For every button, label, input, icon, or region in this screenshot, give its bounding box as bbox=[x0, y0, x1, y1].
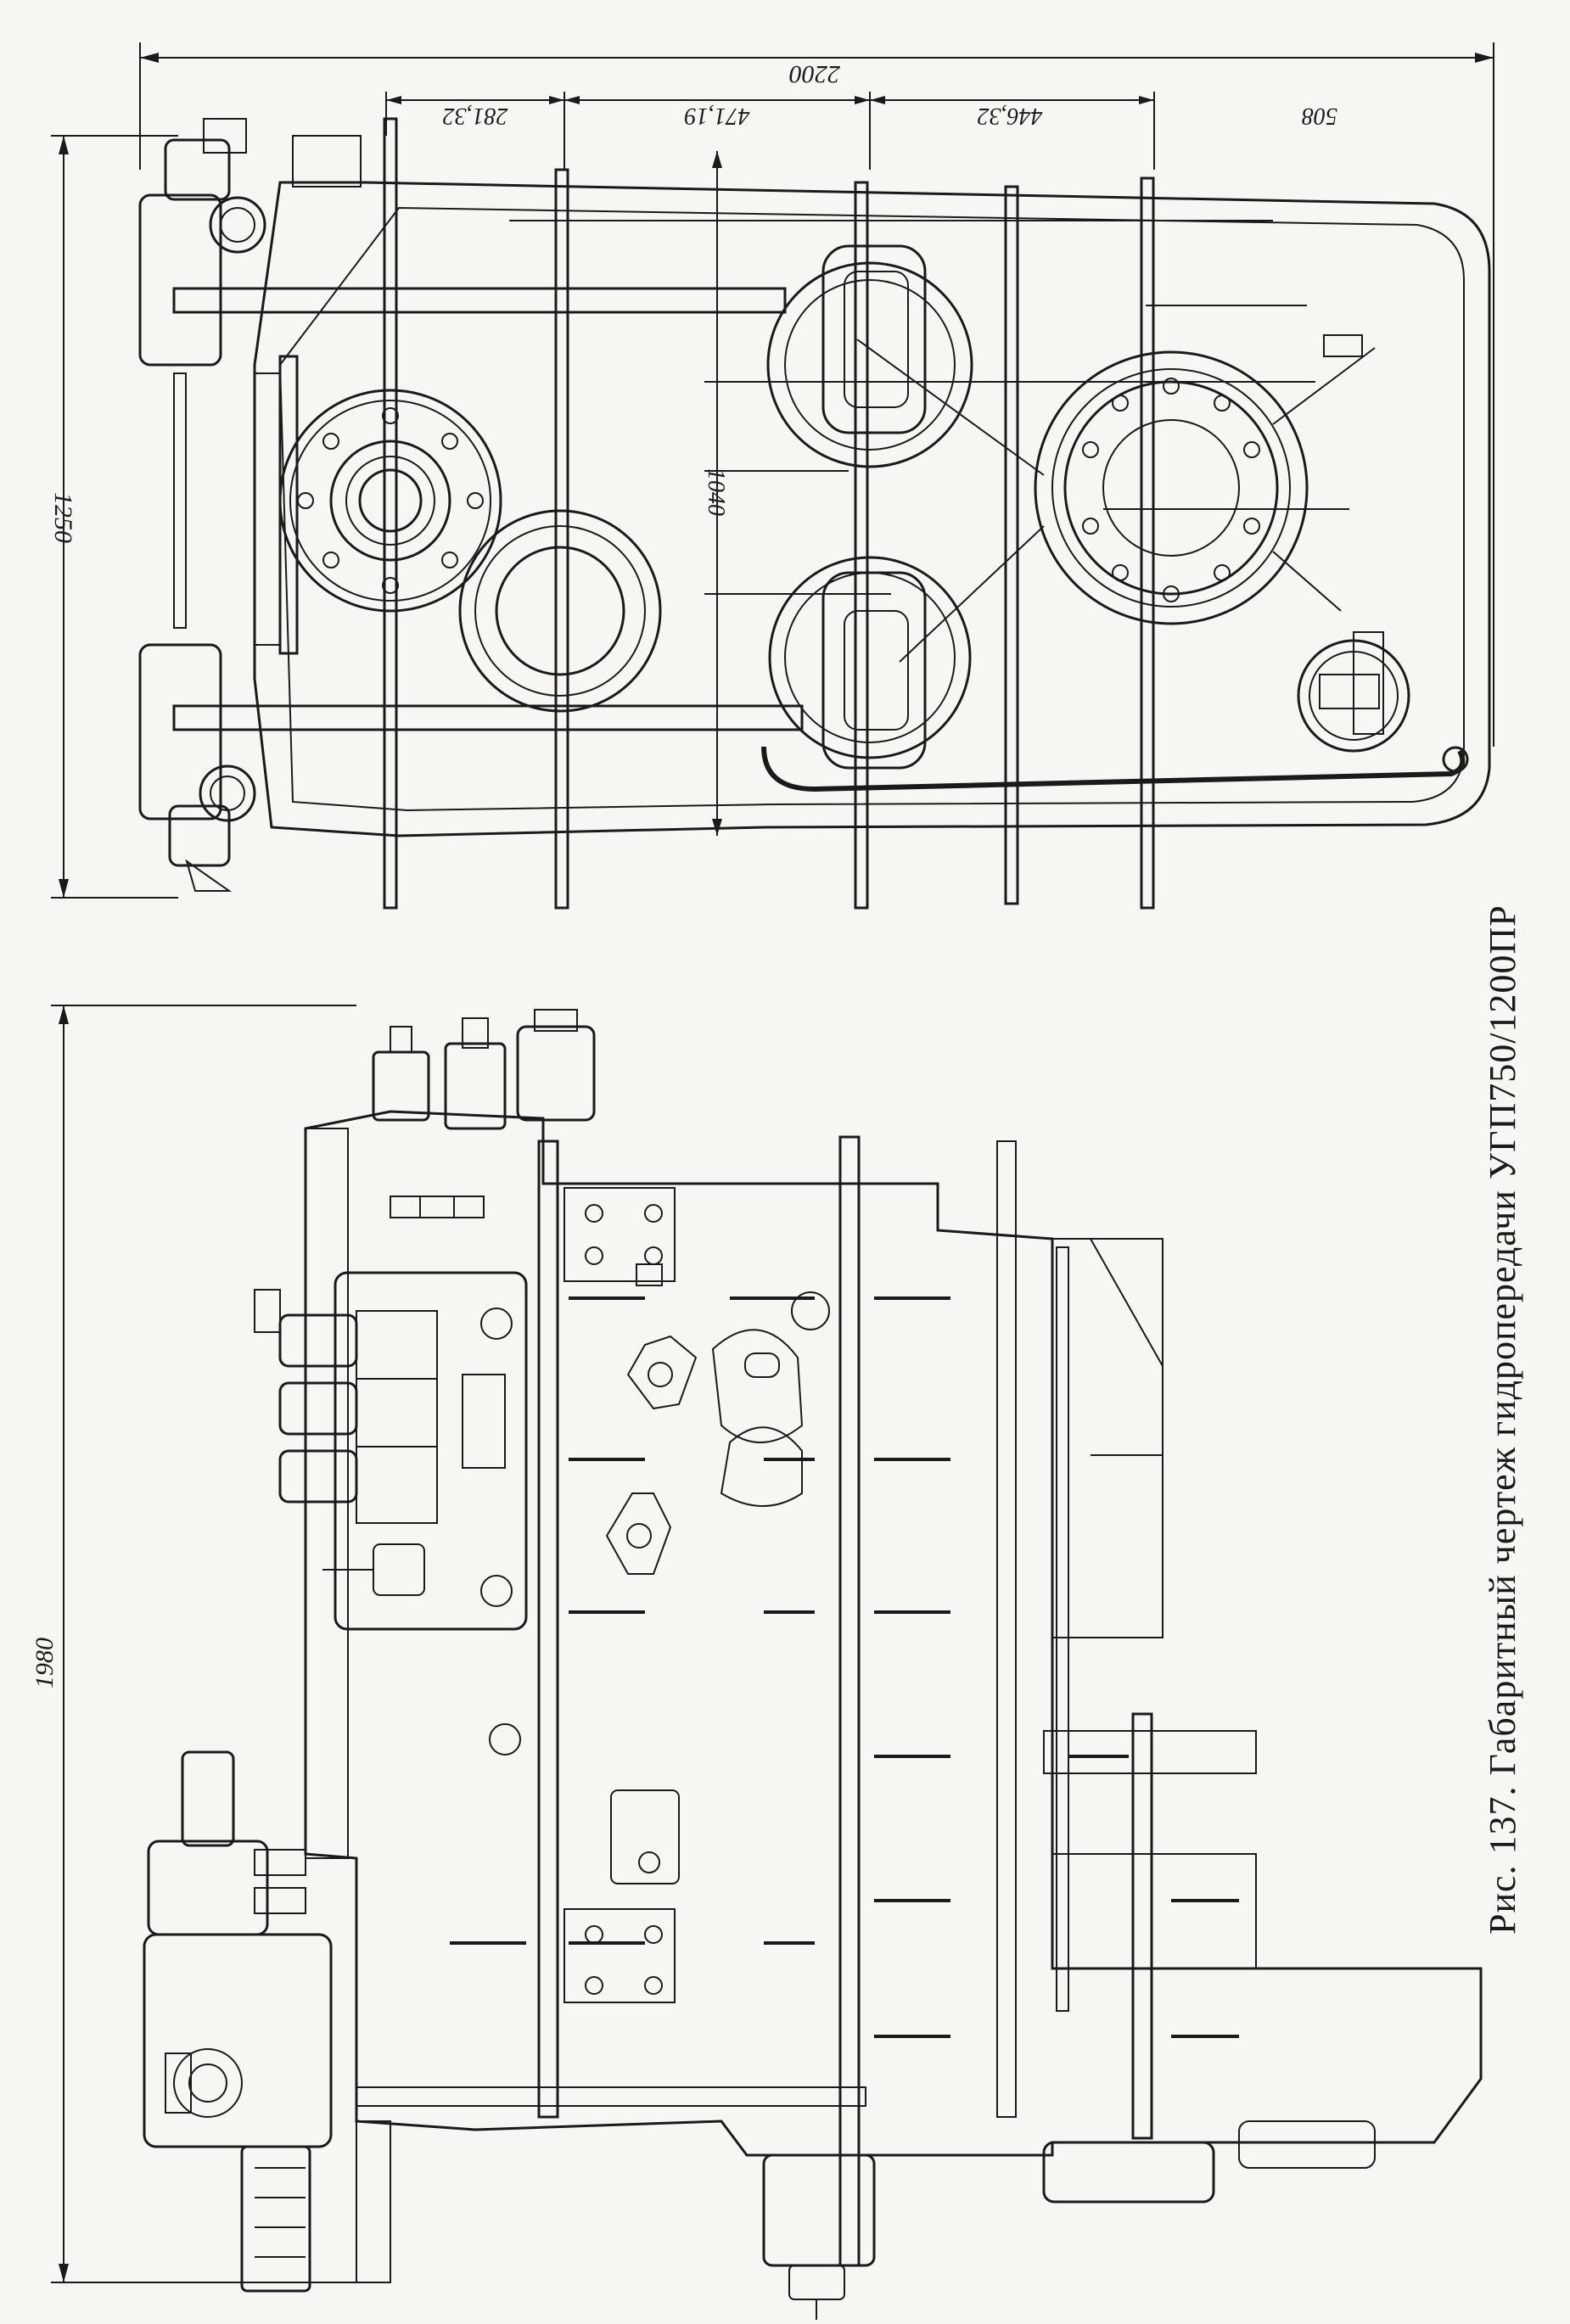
side-ribs bbox=[450, 1296, 1239, 2038]
valve-block bbox=[254, 1271, 528, 1631]
left-panel bbox=[305, 1128, 349, 1859]
dim-label-segment-3: 446,32 bbox=[978, 103, 1043, 129]
cross-members bbox=[509, 220, 1349, 595]
top-view: 2200 281,32 471,19 446,32 508 1250 1040 bbox=[49, 42, 1494, 910]
foot-right bbox=[1042, 2120, 1376, 2204]
actuator-bottom bbox=[138, 643, 256, 892]
tie-rod bbox=[173, 372, 187, 629]
dim-label-2200: 2200 bbox=[789, 60, 840, 88]
dim-label-segment-4: 508 bbox=[1302, 103, 1337, 129]
side-actuator-upper bbox=[143, 1750, 333, 2148]
dim-2200 bbox=[139, 42, 1494, 747]
dim-1040 bbox=[712, 151, 722, 836]
housing-outline bbox=[253, 181, 1491, 837]
ports bbox=[390, 1196, 830, 1884]
right-side-flange bbox=[1043, 1730, 1257, 1969]
dim-label-1250: 1250 bbox=[49, 492, 77, 543]
dim-1250 bbox=[51, 135, 178, 899]
side-bars bbox=[537, 1135, 1153, 2267]
actuator-top bbox=[138, 118, 362, 367]
plug bbox=[1323, 334, 1363, 357]
pipe-end bbox=[1442, 746, 1469, 773]
side-view bbox=[51, 1005, 1483, 2320]
top-fittings bbox=[372, 1009, 596, 1130]
right-flange bbox=[856, 339, 1376, 663]
drain-valve bbox=[762, 2153, 876, 2320]
bracket-top bbox=[564, 1187, 676, 2003]
dim-label-segment-2: 471,19 bbox=[685, 103, 750, 129]
dim-label-segment-1: 281,32 bbox=[443, 103, 508, 129]
dim-label-1980: 1980 bbox=[31, 1638, 59, 1688]
side-plate bbox=[254, 372, 281, 646]
figure-caption: Рис. 137. Габаритный чертеж гидропередач… bbox=[1482, 904, 1523, 1935]
filter-lower bbox=[768, 556, 972, 770]
left-flange bbox=[278, 389, 502, 613]
pulley bbox=[240, 2086, 866, 2293]
filter-upper bbox=[766, 244, 973, 468]
sight-glass bbox=[1297, 631, 1410, 753]
frame-bars bbox=[383, 117, 1155, 910]
side-body-outline bbox=[304, 1110, 1483, 2157]
dim-label-1040: 1040 bbox=[703, 468, 729, 516]
dim-segments bbox=[385, 92, 1155, 170]
return-pipe bbox=[761, 746, 1466, 792]
dim-1980 bbox=[51, 1005, 356, 2283]
side-bracket bbox=[1052, 1238, 1163, 1456]
centre-cover bbox=[458, 509, 662, 713]
